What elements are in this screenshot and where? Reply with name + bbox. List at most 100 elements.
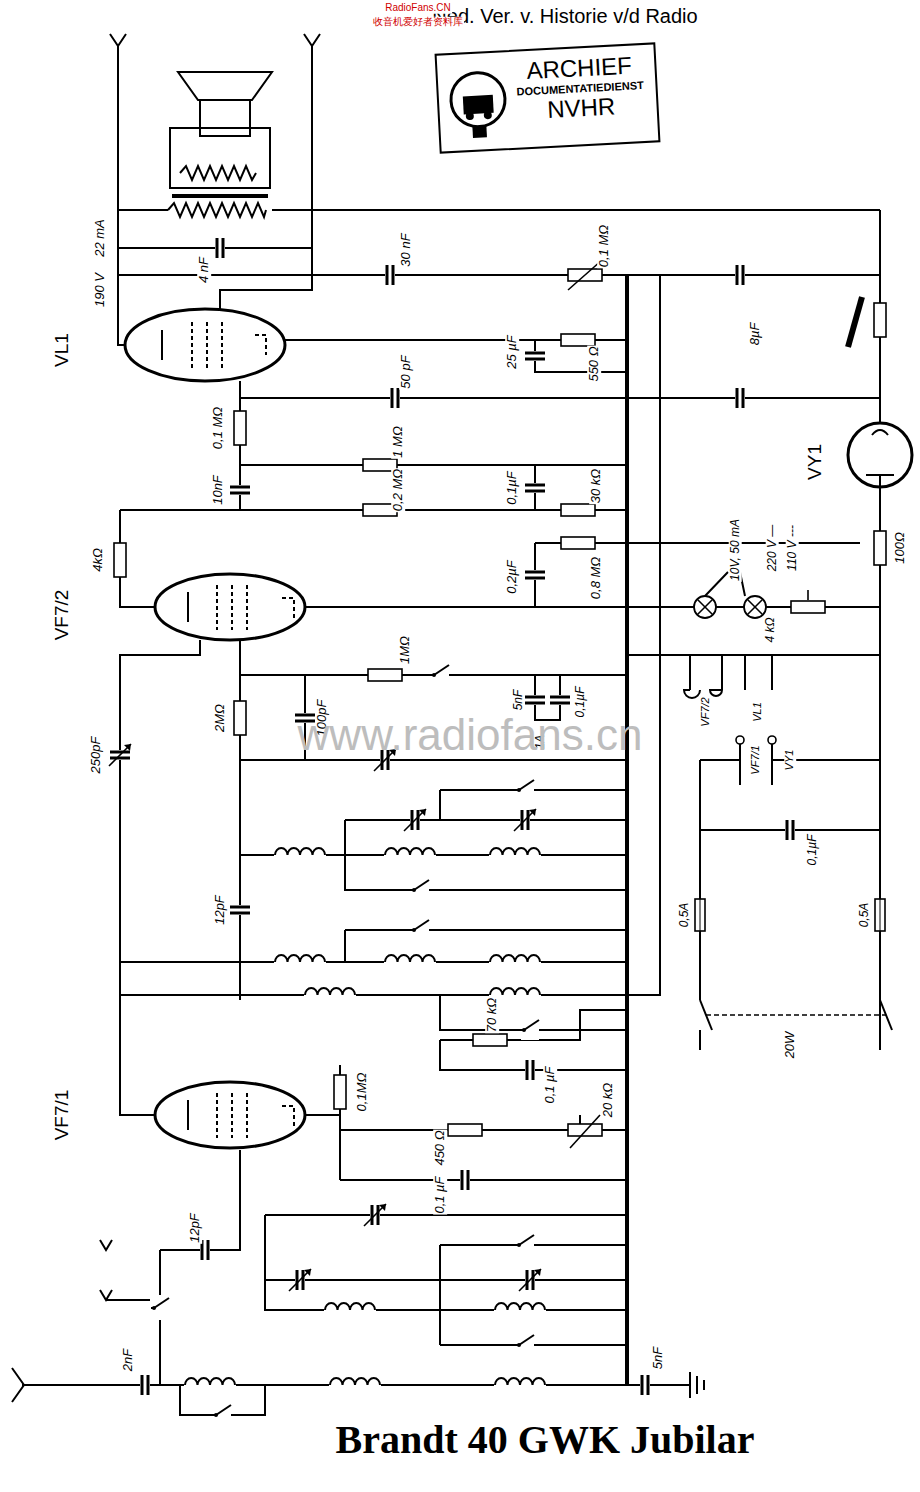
- schematic-use: [109, 744, 131, 766]
- schematic-use: [140, 1374, 150, 1396]
- watermark: www.radiofans.cn: [297, 712, 644, 758]
- tubes: [125, 309, 912, 1148]
- component-value: 0,2µF: [505, 559, 519, 595]
- component-value: 0,1 µF: [433, 1175, 447, 1214]
- schematic-path: [120, 381, 880, 510]
- schematic-line: [570, 1115, 600, 1148]
- schematic-use: [304, 986, 356, 997]
- schematic-path: [162, 322, 266, 370]
- schematic-use: [516, 1235, 534, 1255]
- header-note: 收音机爱好者资料库: [372, 17, 464, 28]
- component-value: 4kΩ: [91, 547, 105, 573]
- header-note: Ned. Ver. v. Historie v/d Radio: [431, 6, 698, 27]
- schematic-use: [524, 570, 546, 580]
- schematic-ellipse: [125, 309, 285, 381]
- schematic-use: [791, 601, 825, 613]
- schematic-use: [215, 237, 225, 259]
- schematic-use: [494, 1301, 546, 1312]
- schematic-use: [521, 1020, 539, 1040]
- loudspeaker: [168, 72, 272, 218]
- component-value: 5nF: [512, 689, 525, 712]
- schematic-circle: [768, 736, 776, 744]
- component-value: 12pF: [188, 1212, 202, 1244]
- component-value: 0,8 MΩ: [589, 556, 603, 600]
- component-value: 25 µF: [505, 334, 519, 370]
- schematic-use: [561, 537, 595, 549]
- schematic-use: [411, 920, 429, 940]
- schematic-use: [561, 334, 595, 346]
- schematic-use: [390, 387, 400, 409]
- schematic-use: [431, 665, 449, 685]
- component-value: 20W: [783, 1031, 797, 1060]
- component-value: 0,2 MΩ: [391, 468, 405, 512]
- schematic-use: [489, 846, 541, 857]
- schematic-path: [118, 46, 312, 345]
- schematic-use: [524, 695, 546, 705]
- component-value: 0,5A: [678, 902, 691, 929]
- schematic-use: [460, 1169, 470, 1191]
- schematic-use: [524, 351, 546, 361]
- component-value: 100Ω: [893, 531, 907, 565]
- schematic-use: [385, 264, 395, 286]
- schematic-path: [110, 34, 320, 46]
- schematic-use: [640, 1374, 650, 1396]
- tube-electrodes: [162, 322, 894, 1138]
- schematic-path: [120, 640, 200, 1115]
- schematic-use: [875, 899, 885, 931]
- schematic-line: [848, 297, 862, 347]
- schematic-circle: [848, 423, 912, 487]
- schematic-use: [516, 1335, 534, 1355]
- schematic-path: [180, 166, 256, 180]
- schematic-path: [700, 740, 880, 785]
- schematic-use: [494, 1376, 546, 1387]
- schematic-path: [12, 1368, 704, 1402]
- components: [109, 237, 892, 1425]
- component-value: 10nF: [211, 474, 225, 506]
- component-value: 30 nF: [399, 232, 413, 267]
- component-value: VF7/1: [52, 1089, 72, 1142]
- schematic-use: [568, 1124, 602, 1136]
- schematic-use: [744, 596, 766, 618]
- schematic-use: [114, 543, 126, 577]
- component-value: 110 V ---: [786, 524, 799, 572]
- schematic-path: [187, 1100, 189, 1130]
- schematic-path: [188, 1093, 294, 1138]
- component-value: 0,1MΩ: [355, 1072, 369, 1113]
- schematic-use: [234, 701, 246, 735]
- component-value: VF7/1: [750, 744, 762, 775]
- schematic-use: [151, 1298, 169, 1318]
- schematic-path: [866, 430, 894, 487]
- ground-bus: [625, 275, 629, 1385]
- component-value: VY1: [784, 749, 796, 772]
- schematic-title: Brandt 40 GWK Jubilar: [335, 1419, 756, 1461]
- schematic-line: [807, 590, 809, 600]
- component-value: 0,1µF: [806, 834, 819, 867]
- schematic-path: [120, 930, 627, 962]
- schematic-line: [706, 1014, 886, 1016]
- wires: [12, 34, 880, 1415]
- component-value: 30 kΩ: [589, 468, 603, 504]
- component-value: 1MΩ: [398, 635, 412, 665]
- component-value: 550 Ω: [587, 345, 601, 382]
- component-value: 70 kΩ: [485, 997, 499, 1033]
- schematic-rect: [168, 202, 272, 218]
- component-value: 0,5A: [858, 902, 871, 929]
- component-value: VF7/2: [700, 696, 712, 727]
- schematic-use: [519, 1269, 541, 1291]
- component-value: 8µF: [748, 322, 762, 347]
- schematic-use: [274, 846, 326, 857]
- schematic-path: [120, 275, 660, 1030]
- schematic-path: [160, 1150, 627, 1345]
- schematic-ellipse: [155, 1082, 305, 1148]
- schematic-use: [561, 504, 595, 516]
- schematic-use: [213, 1405, 231, 1425]
- component-value: 250pF: [89, 736, 103, 775]
- component-value: 0,1 MΩ: [597, 224, 611, 268]
- component-value: 10V, 50 mA: [729, 518, 742, 582]
- schematic-path: [240, 640, 627, 1000]
- component-value: 220 V —: [766, 524, 779, 573]
- schematic-use: [229, 905, 251, 915]
- schematic-use: [289, 1269, 311, 1291]
- schematic-use: [364, 1204, 386, 1226]
- schematic-use: [324, 1301, 376, 1312]
